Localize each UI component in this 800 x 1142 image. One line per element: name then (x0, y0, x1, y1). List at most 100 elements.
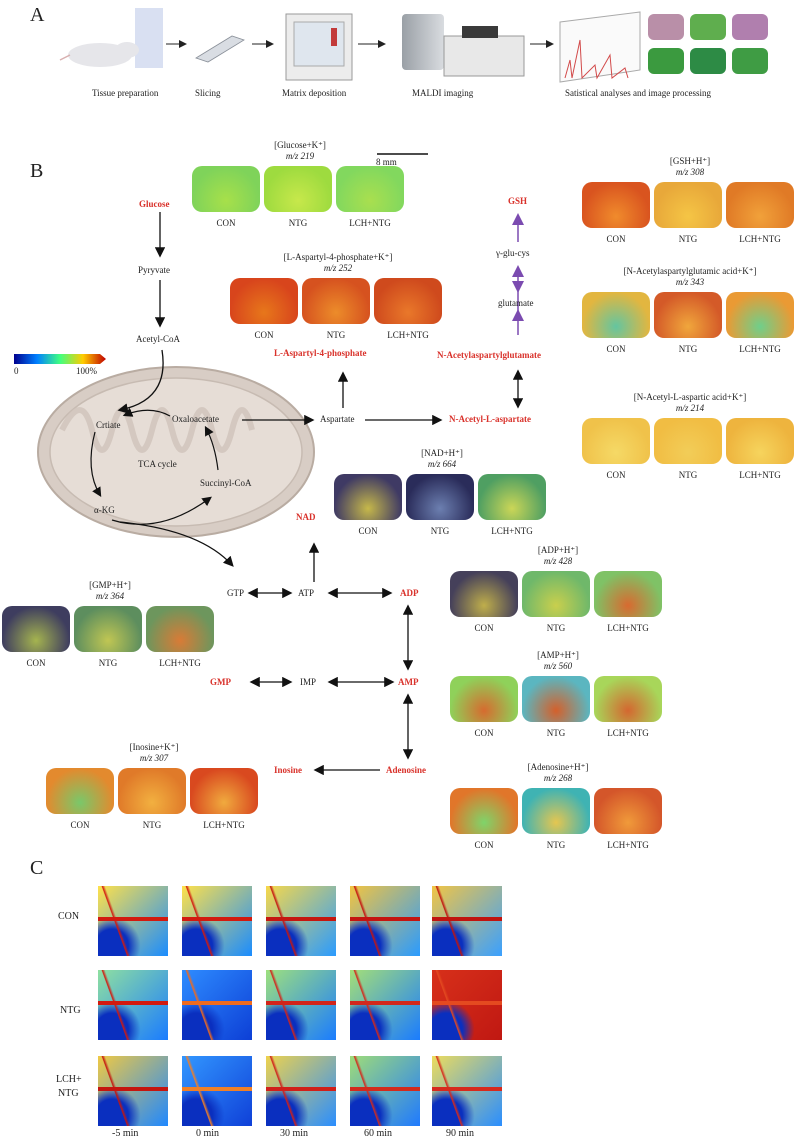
label-citrate: Crtiate (96, 420, 121, 430)
msi-image-adenosine-ntg (522, 788, 590, 834)
msi-image-gmp-con (2, 606, 70, 652)
msi-image-adenosine-lch (594, 788, 662, 834)
label-akg: α-KG (94, 505, 115, 515)
msi-image-gsh-con (582, 182, 650, 228)
label-nad: NAD (296, 512, 316, 522)
label-pyruvate: Pyryvate (138, 265, 170, 275)
msi-group-label: LCH+NTG (159, 658, 201, 668)
speckle-image-r3-c3 (266, 1056, 336, 1126)
label-inosine: Inosine (274, 765, 303, 775)
panel-c-row-lch-ntg: NTG (58, 1088, 79, 1099)
pathway-diagram (14, 153, 524, 776)
msi-group-label: LCH+NTG (739, 470, 781, 480)
label-glu-cys: γ-glu-cys (496, 248, 530, 258)
msi-group-label: NTG (678, 470, 698, 480)
msi-ion: [AMP+H⁺] (537, 650, 579, 660)
label-naag: N-Acetylaspartylglutamate (437, 350, 541, 360)
label-atp: ATP (298, 588, 315, 598)
label-tca-cycle: TCA cycle (138, 459, 177, 469)
msi-ion: [ADP+H⁺] (537, 545, 579, 555)
speckle-image-r3-c2 (182, 1056, 252, 1126)
msi-group-label: LCH+NTG (203, 820, 245, 830)
scale-bar-label: 8 mm (376, 157, 397, 167)
msi-ion: [NAD+H⁺] (421, 448, 463, 458)
msi-mz: m/z 219 (285, 151, 315, 161)
msi-image-aspartyl-lch (374, 278, 442, 324)
msi-group-label: LCH+NTG (607, 840, 649, 850)
msi-group-label: NTG (430, 526, 450, 536)
label-oxaloacetate: Oxaloacetate (172, 414, 219, 424)
speckle-image-r1-c2 (182, 886, 252, 956)
msi-image-aspartyl-ntg (302, 278, 370, 324)
msi-mz: m/z 268 (543, 773, 573, 783)
msi-group-label: CON (606, 234, 626, 244)
label-glucose: Glucose (139, 199, 170, 209)
panel-a-label: A (30, 4, 45, 26)
msi-title-naag: [N-Acetylaspartylglutamic acid+K⁺]m/z 34… (580, 266, 800, 288)
sprayer-icon (285, 13, 353, 81)
time-label: 90 min (446, 1128, 475, 1139)
time-label: 0 min (196, 1128, 220, 1139)
msi-group-label: CON (606, 344, 626, 354)
msi-mz: m/z 560 (543, 661, 573, 671)
label-gtp: GTP (227, 588, 245, 598)
mouse-icon (59, 8, 163, 68)
msi-image-nad-lch (478, 474, 546, 520)
msi-mz: m/z 343 (675, 277, 705, 287)
msi-group-label: NTG (546, 840, 566, 850)
msi-group-label: NTG (546, 728, 566, 738)
msi-image-inosine-con (46, 768, 114, 814)
time-label: 60 min (364, 1128, 393, 1139)
msi-image-adp-ntg (522, 571, 590, 617)
workflow-step-2: Slicing (195, 88, 221, 98)
msi-ion: [Adenosine+H⁺] (527, 762, 589, 772)
msi-group-label: CON (358, 526, 378, 536)
msi-ion: [GSH+H⁺] (669, 156, 711, 166)
speckle-image-r2-c5 (432, 970, 502, 1040)
msi-group-label: CON (474, 623, 494, 633)
msi-group-label: CON (254, 330, 274, 340)
msi-image-gsh-lch (726, 182, 794, 228)
msi-image-gsh-ntg (654, 182, 722, 228)
msi-ion: [L-Aspartyl-4-phosphate+K⁺] (283, 252, 393, 262)
msi-image-aspartyl-con (230, 278, 298, 324)
workflow-step-4: MALDI imaging (412, 88, 474, 98)
panel-b-label: B (30, 160, 44, 182)
msi-image-inosine-ntg (118, 768, 186, 814)
label-adp: ADP (400, 588, 419, 598)
msi-image-adp-con (450, 571, 518, 617)
msi-image-amp-lch (594, 676, 662, 722)
msi-title-gmp: [GMP+H⁺]m/z 364 (0, 580, 220, 602)
msi-image-gmp-lch (146, 606, 214, 652)
speckle-image-r3-c1 (98, 1056, 168, 1126)
label-acetylcoa: Acetyl-CoA (136, 334, 180, 344)
label-aspartate: Aspartate (320, 414, 355, 424)
msi-title-adp: [ADP+H⁺]m/z 428 (448, 545, 668, 567)
msi-title-naa: [N-Acetyl-L-aspartic acid+K⁺]m/z 214 (580, 392, 800, 414)
workflow-step-5: Satistical analyses and image processing (565, 88, 711, 98)
msi-group-label: LCH+NTG (491, 526, 533, 536)
msi-group-label: NTG (98, 658, 118, 668)
msi-ion: [Inosine+K⁺] (129, 742, 179, 752)
msi-group-label: LCH+NTG (607, 623, 649, 633)
time-label: 30 min (280, 1128, 309, 1139)
msi-group-label: NTG (326, 330, 346, 340)
msi-image-glucose-con (192, 166, 260, 212)
speckle-image-r2-c1 (98, 970, 168, 1040)
colorbar-max: 100% (76, 366, 97, 376)
msi-group-label: CON (70, 820, 90, 830)
msi-mz: m/z 252 (323, 263, 353, 273)
msi-image-inosine-lch (190, 768, 258, 814)
label-glutamate: glutamate (498, 298, 534, 308)
msi-title-amp: [AMP+H⁺]m/z 560 (448, 650, 668, 672)
panel-c-row-con: CON (58, 911, 80, 922)
msi-group-label: CON (474, 728, 494, 738)
msi-image-naa-con (582, 418, 650, 464)
msi-title-aspartyl: [L-Aspartyl-4-phosphate+K⁺]m/z 252 (228, 252, 448, 274)
colorbar-min: 0 (14, 366, 19, 376)
speckle-image-r1-c1 (98, 886, 168, 956)
panel-c-row-lch: LCH+ (56, 1074, 82, 1085)
speckle-image-r3-c5 (432, 1056, 502, 1126)
msi-image-adp-lch (594, 571, 662, 617)
